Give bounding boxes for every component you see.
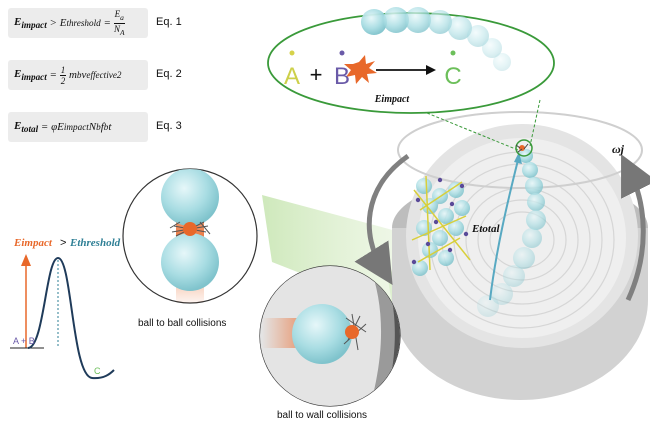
rotation-arrow-left [354,153,410,285]
omega-label: ωj [612,142,625,156]
energy-profile [10,254,115,380]
species-c: C [444,63,461,90]
etotal-arrow [489,159,519,301]
equation-1-label: Eq. 1 [156,16,182,28]
caption-ball-to-ball: ball to ball collisions [138,318,227,329]
caption-ball-to-wall: ball to wall collisions [277,410,368,421]
etotal-label: Etotal [471,223,500,235]
equation-3-label: Eq. 3 [156,120,182,132]
plus-sign: + [310,62,323,87]
ball-to-wall-inset [259,265,401,407]
profile-gt: > [60,237,66,249]
impact-burst-icon [344,55,377,84]
powder-cluster [411,175,471,276]
equation-2-label: Eq. 2 [156,68,182,80]
profile-product: C [94,366,101,376]
arrow-label-eimpact: Eimpact [374,94,411,105]
zoom-line-right [529,99,541,147]
profile-reactants: A + B [13,336,35,346]
milling-jar [392,111,648,400]
ball-to-ball-inset [122,168,258,304]
profile-ethreshold: Ethreshold [69,237,121,249]
collision-hotspot [515,139,533,157]
ball-trajectory [477,149,546,317]
rotation-arrow-right [621,154,650,302]
species-a: A [284,63,300,90]
zoom-line-left [389,97,519,151]
species-b: B [334,63,350,90]
profile-eimpact: Eimpact [13,237,53,249]
inset-ball-trail [361,7,511,71]
